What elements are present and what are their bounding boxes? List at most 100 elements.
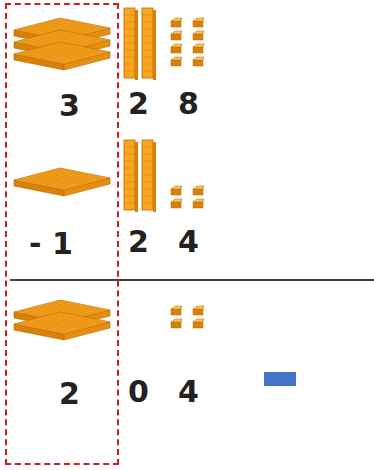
unit-cube — [193, 309, 203, 315]
grid-line — [51, 302, 101, 312]
unit-cube-top — [171, 306, 182, 309]
grid-line — [124, 22, 135, 23]
rod-side — [153, 10, 156, 80]
grid-line — [55, 31, 105, 41]
digit: 3 — [59, 89, 80, 123]
sum-line — [10, 279, 374, 281]
grid-line — [59, 51, 105, 63]
grid-line — [124, 203, 135, 204]
unit-cube — [193, 60, 203, 66]
grid-line — [51, 44, 101, 54]
grid-line — [142, 175, 153, 176]
unit-cube — [193, 47, 203, 53]
unit-cube — [171, 202, 181, 208]
grid-line — [124, 64, 135, 65]
grid-line — [124, 168, 135, 169]
digit: 0 — [128, 375, 149, 409]
unit-cube — [171, 34, 181, 40]
ten-rod — [124, 8, 135, 78]
unit-cube-top — [193, 319, 204, 322]
grid-line — [55, 313, 105, 323]
unit-cube-top — [193, 44, 204, 47]
grid-line — [124, 154, 135, 155]
unit-cube-top — [171, 199, 182, 202]
unit-cube — [193, 322, 203, 328]
grid-line — [142, 71, 153, 72]
unit-cube — [193, 21, 203, 27]
digit: 4 — [178, 225, 199, 259]
grid-line — [55, 19, 105, 29]
flat-top — [14, 168, 110, 190]
grid-line — [142, 15, 153, 16]
unit-cube-top — [171, 186, 182, 189]
grid-line — [124, 29, 135, 30]
grid-line — [49, 49, 95, 61]
grid-line — [142, 36, 153, 37]
grid-line — [54, 320, 100, 332]
digit: 8 — [178, 87, 199, 121]
grid-line — [142, 168, 153, 169]
grid-line — [59, 321, 105, 333]
digit: 4 — [178, 375, 199, 409]
ten-rod — [124, 140, 135, 210]
ten-rod — [142, 140, 153, 210]
grid-line — [142, 22, 153, 23]
grid-line — [124, 175, 135, 176]
grid-line — [51, 314, 101, 324]
unit-cube — [193, 34, 203, 40]
grid-line — [54, 176, 100, 188]
unit-cube-top — [193, 31, 204, 34]
unit-cube — [171, 47, 181, 53]
unit-cube-top — [171, 319, 182, 322]
unit-cube-top — [171, 57, 182, 60]
digit: 2 — [59, 377, 80, 411]
grid-line — [142, 50, 153, 51]
digit: 2 — [128, 225, 149, 259]
grid-line — [51, 170, 101, 180]
unit-cube — [193, 202, 203, 208]
digit: 2 — [128, 87, 149, 121]
grid-line — [124, 57, 135, 58]
blue-marker — [264, 372, 296, 386]
flat-top — [14, 42, 110, 64]
grid-line — [124, 147, 135, 148]
grid-line — [142, 57, 153, 58]
unit-cube-top — [193, 186, 204, 189]
unit-cube-top — [193, 306, 204, 309]
grid-line — [142, 189, 153, 190]
unit-cube-top — [193, 57, 204, 60]
grid-line — [142, 203, 153, 204]
grid-line — [124, 182, 135, 183]
grid-line — [142, 161, 153, 162]
unit-cube — [193, 189, 203, 195]
unit-cube-top — [193, 199, 204, 202]
grid-line — [49, 319, 95, 331]
grid-line — [142, 43, 153, 44]
ten-rod — [142, 8, 153, 78]
unit-cube — [171, 309, 181, 315]
grid-line — [142, 196, 153, 197]
grid-line — [124, 15, 135, 16]
rod-side — [153, 142, 156, 212]
grid-line — [55, 301, 105, 311]
hundreds-column: 3 - 1 2 — [5, 3, 119, 465]
grid-line — [142, 182, 153, 183]
unit-cube — [171, 60, 181, 66]
grid-line — [142, 64, 153, 65]
unit-cube — [171, 189, 181, 195]
grid-line — [51, 32, 101, 42]
grid-line — [55, 43, 105, 53]
rod-side — [135, 10, 138, 80]
grid-line — [142, 154, 153, 155]
grid-line — [124, 71, 135, 72]
grid-line — [49, 175, 95, 187]
grid-line — [124, 161, 135, 162]
grid-line — [142, 29, 153, 30]
grid-line — [51, 20, 101, 30]
grid-line — [124, 36, 135, 37]
unit-cube-top — [193, 18, 204, 21]
grid-line — [124, 43, 135, 44]
digit: - 1 — [29, 227, 73, 261]
rod-side — [135, 142, 138, 212]
grid-line — [59, 177, 105, 189]
